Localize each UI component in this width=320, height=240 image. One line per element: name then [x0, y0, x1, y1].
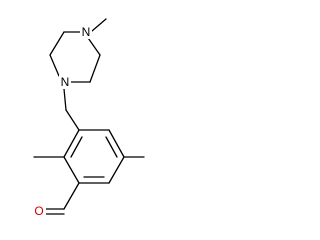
- bond-piperazine-4: [49, 54, 60, 77]
- bond-benzene-c2-c3: [63, 129, 80, 158]
- atom-label-bg: [59, 75, 71, 89]
- bond-piperazine-2: [89, 54, 101, 83]
- bond-benzene-c4-c5: [108, 129, 125, 158]
- bond-n-ch2: [63, 88, 67, 111]
- atom-label-bg: [32, 204, 46, 219]
- bond-benzene-c2-c3-inner: [70, 136, 83, 158]
- bond-n-methyl: [91, 18, 107, 32]
- bond-benzene-c5-c6: [108, 156, 125, 184]
- atom-o-aldehyde: O: [34, 204, 43, 218]
- bond-ch2-ring: [65, 109, 80, 131]
- bond-benzene-c1-c2: [63, 156, 80, 184]
- atom-label-bg: [80, 25, 92, 39]
- bond-benzene-c4-c5-inner: [105, 136, 118, 158]
- chemical-structure: N N O: [32, 18, 145, 219]
- bond-c1-cho: [63, 182, 80, 210]
- bond-piperazine-5: [49, 31, 65, 56]
- atom-n-methylpiperazine: N: [82, 25, 91, 39]
- atom-n-benzylpiperazine: N: [61, 75, 70, 89]
